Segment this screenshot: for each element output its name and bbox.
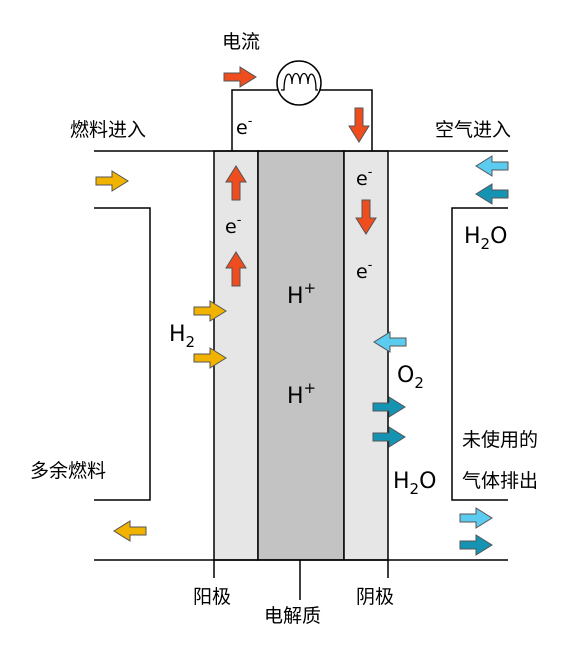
- proton-label-1: H+: [287, 279, 316, 309]
- excess-fuel-arrow: [113, 520, 147, 542]
- electrolyte-label: 电解质: [264, 605, 321, 627]
- electrolyte-layer: [257, 150, 345, 561]
- unused-gas-label-line2: 气体排出: [462, 470, 538, 492]
- unused-air-arrow: [459, 507, 493, 529]
- electron-label-cathode-bottom: e-: [356, 258, 373, 283]
- cathode-label: 阴极: [356, 586, 394, 608]
- current-label: 电流: [222, 31, 260, 53]
- fuel-in-arrow: [95, 170, 129, 192]
- excess-fuel-label: 多余燃料: [30, 460, 106, 482]
- air-channel-wall: [451, 207, 508, 501]
- electron-label-anode-top: e-: [236, 114, 253, 139]
- proton-label-2: H+: [287, 379, 316, 409]
- electron-label-anode-mid: e-: [225, 213, 242, 238]
- load-coil-icon: [276, 60, 322, 106]
- air-in-arrow: [475, 155, 509, 177]
- current-direction-arrow: [223, 66, 257, 88]
- air-in-label: 空气进入: [435, 119, 511, 141]
- oxygen-label: O2: [397, 363, 424, 392]
- fuel-channel-wall: [94, 207, 151, 501]
- electron-label-cathode-top: e-: [356, 165, 373, 190]
- water-label-bottom: H2O: [393, 469, 436, 498]
- unused-gas-label-line1: 未使用的: [462, 429, 538, 451]
- unused-water-arrow: [459, 534, 493, 556]
- water-out-top-arrow: [475, 183, 509, 205]
- fuel-in-label: 燃料进入: [70, 119, 146, 141]
- anode-label: 阳极: [193, 586, 231, 608]
- hydrogen-label: H2: [169, 322, 195, 351]
- electron-arrow-cathode-1: [348, 107, 370, 143]
- water-label-top: H2O: [464, 224, 507, 253]
